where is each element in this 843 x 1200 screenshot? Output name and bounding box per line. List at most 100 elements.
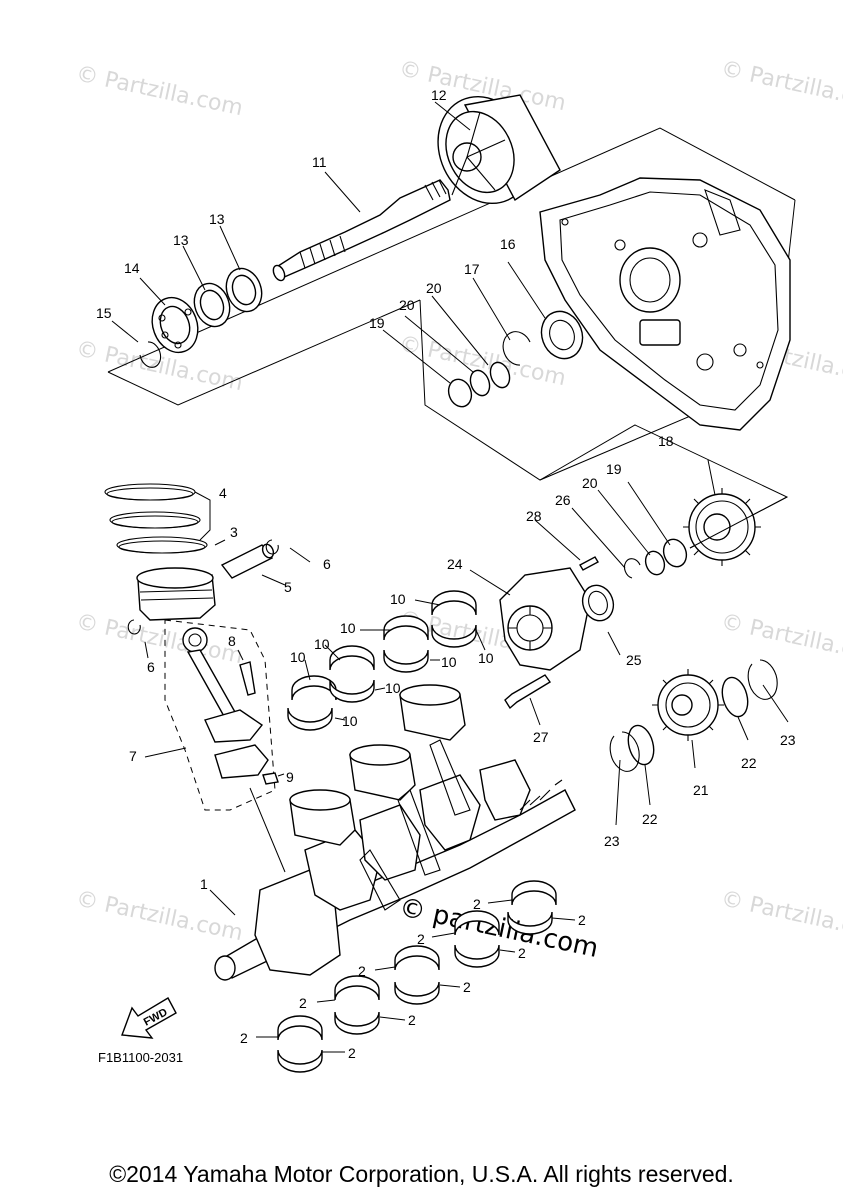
callout: 10 — [290, 649, 306, 665]
callout: 2 — [408, 1012, 416, 1028]
callout: 2 — [358, 963, 366, 979]
callout: 10 — [340, 620, 356, 636]
washer-part-19b — [662, 538, 688, 568]
copyright-notice: ©2014 Yamaha Motor Corporation, U.S.A. A… — [109, 1161, 734, 1187]
diagram-code: F1B1100-2031 — [98, 1050, 184, 1065]
callout: 2 — [417, 931, 425, 947]
callout: 6 — [323, 556, 331, 572]
bolt-part-27 — [504, 674, 552, 710]
callout: 9 — [286, 769, 294, 785]
watermark: © Partzilla.com — [719, 886, 843, 946]
circlip-part-26 — [623, 558, 641, 579]
callout: 21 — [693, 782, 709, 798]
callout: 22 — [642, 811, 658, 827]
callout: 6 — [147, 659, 155, 675]
callout-labels: 12 11 13 13 14 15 16 17 20 20 19 18 19 2… — [96, 87, 796, 1061]
conrod-part-7 — [182, 627, 269, 779]
callout: 20 — [426, 280, 442, 296]
nut-part-9 — [262, 772, 279, 785]
callout: 20 — [582, 475, 598, 491]
main-bearings-2 — [256, 880, 576, 1073]
shim-part-20 — [489, 361, 511, 389]
dowel-part-28 — [579, 556, 599, 571]
output-shaft-group — [107, 94, 796, 406]
callout: 2 — [518, 945, 526, 961]
piston-pin-part-5 — [220, 544, 274, 579]
callout: 15 — [96, 305, 112, 321]
callout: 10 — [441, 654, 457, 670]
callout: 10 — [314, 636, 330, 652]
callout: 10 — [385, 680, 401, 696]
callout: 3 — [230, 524, 238, 540]
callout: 16 — [500, 236, 516, 252]
callout: 2 — [473, 896, 481, 912]
gear-group — [469, 459, 788, 726]
shim-part-20c — [644, 550, 666, 576]
callout: 22 — [741, 755, 757, 771]
clip-part-6b — [127, 619, 141, 635]
callout: 2 — [463, 979, 471, 995]
callout: 28 — [526, 508, 542, 524]
callout: 10 — [478, 650, 494, 666]
callout: 13 — [173, 232, 189, 248]
shaft-part-11 — [272, 179, 451, 282]
callout: 17 — [464, 261, 480, 277]
ring-part-4a-inner — [106, 487, 194, 501]
shim-part-20b — [469, 369, 491, 397]
ring-part-4b-inner — [111, 515, 199, 529]
callout: 2 — [578, 912, 586, 928]
washer-part-19 — [447, 378, 473, 408]
ring-part-4c-inner — [118, 540, 206, 554]
callout: 11 — [312, 154, 327, 170]
callout: 19 — [369, 315, 385, 331]
watermark: © Partzilla.com — [719, 56, 843, 116]
callout: 18 — [658, 433, 674, 449]
callout: 19 — [606, 461, 622, 477]
callout: 25 — [626, 652, 642, 668]
callout: 14 — [124, 260, 140, 276]
callout: 7 — [129, 748, 137, 764]
ring-part-23 — [747, 659, 778, 700]
callout: 10 — [390, 591, 406, 607]
piston-group — [104, 483, 311, 811]
bolt-part-8 — [239, 661, 256, 696]
callout: 10 — [342, 713, 358, 729]
piston-part-3 — [136, 567, 216, 621]
callout: 4 — [219, 485, 227, 501]
clip-part-6a — [265, 539, 279, 555]
callout: 12 — [431, 87, 447, 103]
callout: 2 — [299, 995, 307, 1011]
callout: 23 — [604, 833, 620, 849]
callout: 24 — [447, 556, 463, 572]
bearing-part-25 — [581, 584, 615, 622]
ring-part-22b — [627, 724, 655, 766]
fwd-arrow-icon: FWD — [121, 997, 177, 1039]
callout: 23 — [780, 732, 796, 748]
callout: 27 — [533, 729, 549, 745]
crankcase-cover-group — [382, 177, 796, 549]
crankshaft-part-1 — [209, 684, 576, 981]
drive-gear-group — [609, 659, 789, 826]
callout: 5 — [284, 579, 292, 595]
gear-part-21 — [652, 669, 724, 741]
circlip-part-15 — [139, 341, 162, 368]
callout: 20 — [399, 297, 415, 313]
watermark: © Partzilla.com — [719, 609, 843, 669]
callout: 8 — [228, 633, 236, 649]
seal-part-13 — [225, 267, 263, 313]
callout: 2 — [348, 1045, 356, 1061]
callout: 1 — [200, 876, 208, 892]
bearing-shells-10 — [287, 590, 486, 731]
callout: 26 — [555, 492, 571, 508]
gear-part-18 — [683, 488, 761, 566]
bearing-part-16 — [540, 310, 584, 360]
watermark: © Partzilla.com — [74, 61, 245, 121]
housing-part-24 — [499, 567, 591, 671]
ring-part-23b — [609, 731, 640, 772]
bearing-part-14 — [151, 296, 199, 354]
ring-part-22 — [721, 676, 749, 718]
callout: 2 — [240, 1030, 248, 1046]
watermark: © Partzilla.com — [74, 886, 245, 946]
seal-part-13b — [193, 282, 231, 328]
